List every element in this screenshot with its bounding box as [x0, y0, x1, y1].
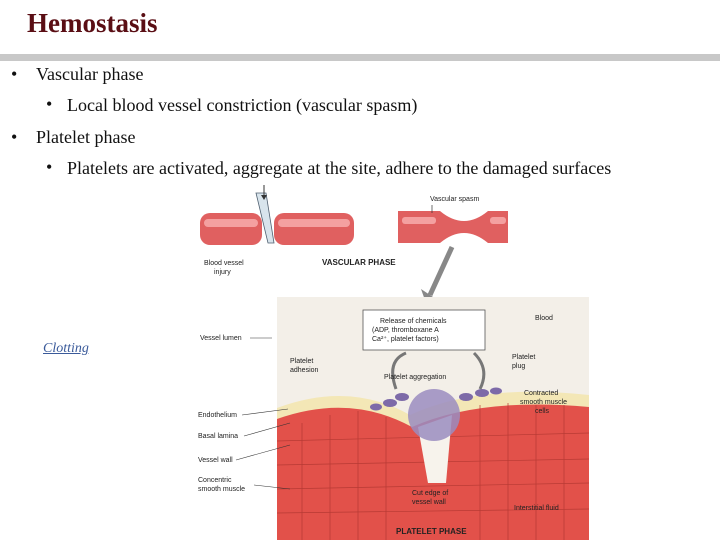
- vessel-spasm-illustration: [398, 211, 508, 243]
- label-platelet-plug-2: plug: [512, 363, 525, 370]
- label-blood-vessel-injury: Blood vessel: [204, 260, 244, 267]
- label-vascular-phase: VASCULAR PHASE: [322, 258, 396, 267]
- platelet-phase-panel: Release of chemicals (ADP, thromboxane A…: [276, 297, 590, 540]
- bullet-icon: •: [46, 94, 53, 114]
- label-vessel-wall: Vessel wall: [198, 457, 233, 464]
- sub-bullet-text: Local blood vessel constriction (vascula…: [67, 95, 418, 115]
- bullet-icon: •: [46, 157, 53, 177]
- sub-bullet-text: Platelets are activated, aggregate at th…: [67, 158, 612, 178]
- label-interstitial-fluid: Interstitial fluid: [514, 505, 559, 512]
- label-blood-vessel-injury-2: injury: [214, 269, 231, 276]
- slide-title: Hemostasis: [27, 8, 158, 38]
- label-platelet-adhesion: Platelet: [290, 358, 313, 365]
- label-contracted-2: smooth muscle: [520, 399, 567, 406]
- label-platelet-plug: Platelet: [512, 354, 535, 361]
- bullet-icon: •: [11, 64, 18, 84]
- clotting-link[interactable]: Clotting: [43, 341, 89, 356]
- label-endothelium: Endothelium: [198, 412, 237, 419]
- label-release-chemicals-2: (ADP, thromboxane A: [372, 327, 439, 334]
- label-cut-edge-2: vessel wall: [412, 499, 446, 506]
- vessel-injury-illustration: [200, 192, 354, 245]
- label-blood: Blood: [535, 315, 553, 322]
- label-concentric: Concentric: [198, 477, 232, 484]
- label-platelet-phase: PLATELET PHASE: [396, 527, 467, 536]
- label-release-chemicals-3: Ca²⁺, platelet factors): [372, 335, 439, 343]
- label-concentric-2: smooth muscle: [198, 486, 245, 493]
- label-cut-edge: Cut edge of: [412, 490, 448, 497]
- label-release-chemicals: Release of chemicals: [380, 318, 447, 325]
- bullet-text: Vascular phase: [36, 64, 144, 84]
- label-platelet-aggregation: Platelet aggregation: [384, 374, 446, 381]
- bullet-text: Platelet phase: [36, 127, 136, 147]
- title-divider: [0, 54, 720, 61]
- label-contracted-3: cells: [535, 408, 550, 415]
- hemostasis-figure: Vascular spasm Blood vessel injury VASCU…: [198, 185, 590, 540]
- bullet-icon: •: [11, 127, 18, 147]
- label-basal-lamina: Basal lamina: [198, 433, 238, 440]
- label-contracted: Contracted: [524, 390, 558, 397]
- label-vessel-lumen: Vessel lumen: [200, 335, 242, 342]
- label-vascular-spasm: Vascular spasm: [430, 196, 479, 203]
- label-platelet-adhesion-2: adhesion: [290, 367, 319, 374]
